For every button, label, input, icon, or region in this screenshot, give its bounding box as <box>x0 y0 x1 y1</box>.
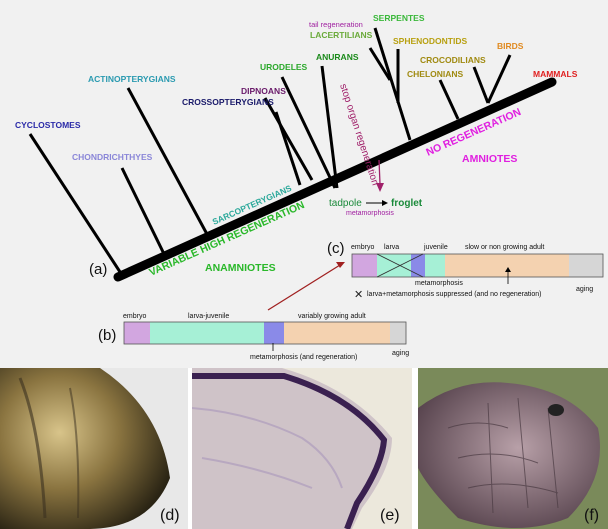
panel-label-f: (f) <box>584 507 600 524</box>
bar-b-metamorphosis <box>264 322 284 344</box>
photo-e-image <box>192 368 412 529</box>
photo-f-image <box>418 368 608 529</box>
branch-lacertilians <box>368 47 392 81</box>
bar-c-label-embryo: embryo <box>351 244 374 251</box>
bar-c-aging <box>569 254 603 277</box>
lifecycle-bar-c <box>351 253 604 278</box>
panel-label-e: (e) <box>380 507 400 524</box>
red-connector-arrow <box>267 264 341 311</box>
photo-f: (f) <box>418 368 608 529</box>
branch-anurans <box>320 65 339 189</box>
label-anurans: ANURANS <box>316 52 359 62</box>
bar-c-label-aging: aging <box>576 286 593 293</box>
bar-b-label-adult: variably growing adult <box>298 313 366 320</box>
bar-c-label-adult: slow or non growing adult <box>465 244 544 251</box>
panel-label-b: (b) <box>98 327 116 344</box>
red-connector-arrow-head <box>336 262 345 268</box>
bar-b-label-metamorphosis: metamorphosis (and regeneration) <box>250 354 357 361</box>
panel-label-d: (d) <box>160 507 180 524</box>
branch-serpentes <box>373 27 412 141</box>
branch-actinopterygians <box>126 87 210 237</box>
bar-c-cross-2 <box>376 253 424 278</box>
photo-e: (e) <box>192 368 412 529</box>
label-cyclostomes: CYCLOSTOMES <box>15 120 81 130</box>
lifecycle-bar-b <box>123 321 407 345</box>
label-froglet: froglet <box>391 198 423 209</box>
branches <box>28 27 512 276</box>
transition-arrow-head <box>382 200 388 206</box>
bar-c-outline <box>351 253 604 278</box>
bar-c-juvenile <box>425 254 445 277</box>
photo-d-image <box>0 368 188 529</box>
label-lacertilians: LACERTILIANS <box>310 30 373 40</box>
label-crossopterygians: CROSSOPTERYGIANS <box>182 97 274 107</box>
stop-arrow-head <box>376 183 384 192</box>
label-sphenodontids: SPHENODONTIDS <box>393 36 467 46</box>
label-chelonians: CHELONIANS <box>407 69 464 79</box>
panel-label-a: (a) <box>89 261 107 278</box>
bar-c-label-larva: larva <box>384 244 399 251</box>
branch-cyclostomes <box>28 133 124 276</box>
bar-c-adult <box>445 254 569 277</box>
bar-b-label-embryo: embryo <box>123 313 146 320</box>
branch-chondrichthyes <box>120 167 167 257</box>
bar-c-label-juvenile: juvenile <box>423 244 448 251</box>
label-crocodilians: CROCODILIANS <box>420 55 486 65</box>
label-actinopterygians: ACTINOPTERYGIANS <box>88 74 176 84</box>
bar-b-label-aging: aging <box>392 350 409 357</box>
label-dipnoans: DIPNOANS <box>241 86 286 96</box>
photo-d: (d) <box>0 368 188 529</box>
branch-urodeles <box>280 76 337 189</box>
label-tail-regeneration: tail regeneration <box>309 20 363 29</box>
label-amniotes: AMNIOTES <box>462 153 517 165</box>
label-chondrichthyes: CHONDRICHTHYES <box>72 152 153 162</box>
phylogeny-svg: CYCLOSTOMES CHONDRICHTHYES ACTINOPTERYGI… <box>15 13 604 361</box>
branch-birds <box>486 54 512 104</box>
stop-arrow-line <box>378 159 381 185</box>
bar-b-larva-juvenile <box>150 322 264 344</box>
bar-c-label-suppressed: larva+metamorphosis suppressed (and no r… <box>367 291 542 298</box>
bar-c-larva <box>377 254 411 277</box>
bar-c-embryo <box>352 254 377 277</box>
bar-c-metamorphosis <box>411 254 425 277</box>
bar-b-embryo <box>124 322 150 344</box>
label-metamorphosis-transition: metamorphosis <box>346 210 394 217</box>
branch-chelonians <box>438 79 460 120</box>
branch-dipnoans <box>263 97 314 181</box>
label-urodeles: URODELES <box>260 62 308 72</box>
bar-b-adult <box>284 322 390 344</box>
bar-c-pointer-head <box>505 267 511 272</box>
cross-mark-icon: ✕ <box>354 289 363 301</box>
label-birds: BIRDS <box>497 41 524 51</box>
bar-b-label-larva-juvenile: larva-juvenile <box>188 313 229 320</box>
bar-c-label-metamorphosis: metamorphosis <box>415 280 463 287</box>
phylogeny-diagram: CYCLOSTOMES CHONDRICHTHYES ACTINOPTERYGI… <box>0 0 608 368</box>
bar-b-aging <box>390 322 406 344</box>
bar-b-outline <box>123 321 407 345</box>
label-serpentes: SERPENTES <box>373 13 425 23</box>
label-anamniotes: ANAMNIOTES <box>205 262 276 274</box>
branch-crocodilians <box>472 66 490 104</box>
label-tadpole: tadpole <box>329 198 362 209</box>
label-mammals: MAMMALS <box>533 69 578 79</box>
panel-label-c: (c) <box>327 240 345 257</box>
